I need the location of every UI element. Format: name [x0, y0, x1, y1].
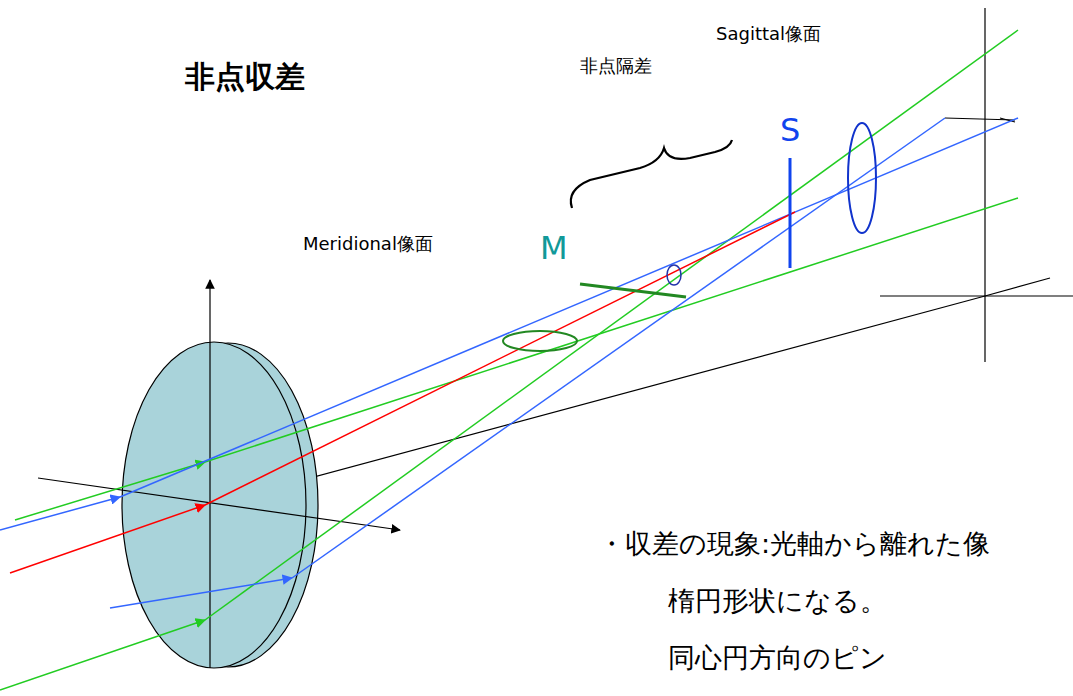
interval-brace [571, 140, 732, 208]
lens [122, 342, 318, 668]
note-text: 楕円形状になる。 [668, 585, 887, 616]
note-text: 同心円方向のピン [668, 642, 887, 673]
focal-lines [503, 123, 876, 351]
image-plane-axes [880, 8, 1073, 362]
plane-label: Meridional像面 [303, 234, 433, 255]
diagram-title: 非点収差 [185, 60, 305, 95]
light-rays [0, 30, 1018, 690]
plane-label: Sagittal像面 [716, 24, 821, 45]
interval-label: 非点隔差 [580, 56, 652, 77]
note-text: ・収差の現象:光軸から離れた像 [598, 528, 990, 559]
optical-axis [210, 296, 985, 505]
focus-letter: M [540, 230, 568, 267]
focus-letter: S [780, 112, 800, 149]
